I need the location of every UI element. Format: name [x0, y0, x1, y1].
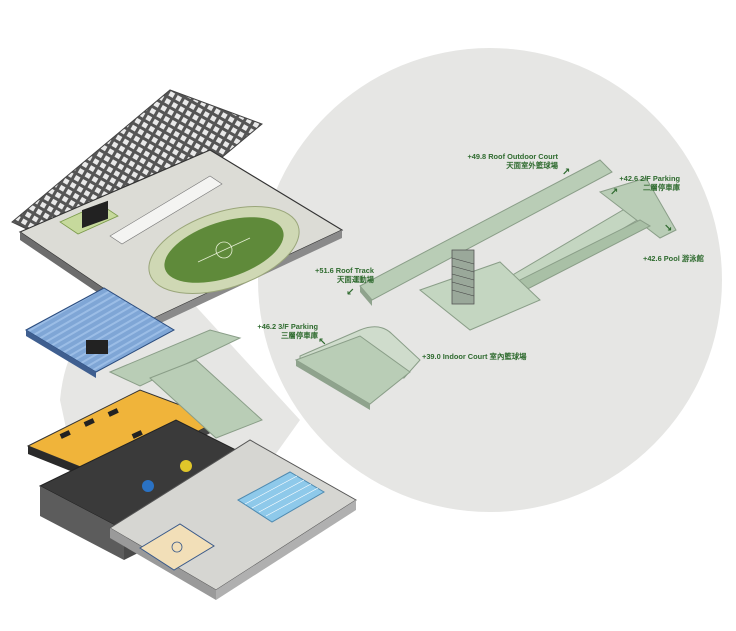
label-roof-outdoor-court: +49.8 Roof Outdoor Court 天面室外籃球場 — [467, 152, 558, 170]
arrow-parking-2f-icon: ↗ — [610, 187, 619, 198]
roof-track-deck — [18, 149, 344, 328]
ramp-roof-court-edge — [360, 286, 372, 306]
label-pool: +42.6 Pool 游泳館 — [643, 254, 704, 263]
arrow-pool-icon: ↘ — [664, 223, 673, 234]
label-indoor-court: +39.0 Indoor Court 室內籃球場 — [422, 352, 527, 361]
parking-3f-ramp — [108, 329, 242, 387]
arrow-roof-track-icon: ↙ — [346, 287, 355, 298]
ramp-system — [294, 159, 677, 410]
label-parking-3f: +46.2 3/F Parking 三層停車庫 — [257, 322, 318, 340]
label-parking-2f: +42.6 2/F Parking 二層停車庫 — [619, 174, 680, 192]
arrow-parking-3f-icon: ↖ — [318, 337, 327, 348]
swimming-pool — [237, 471, 325, 523]
ground-podium — [109, 439, 357, 600]
ramp-base-edge — [296, 360, 370, 410]
indoor-basketball-court — [139, 523, 215, 571]
parking-3f-deck — [24, 287, 242, 387]
parking-2f-ramp — [149, 359, 263, 439]
arrow-roof-outdoor-court-icon: ↗ — [562, 167, 571, 178]
label-roof-track: +51.6 Roof Track 天面運動場 — [315, 266, 374, 284]
